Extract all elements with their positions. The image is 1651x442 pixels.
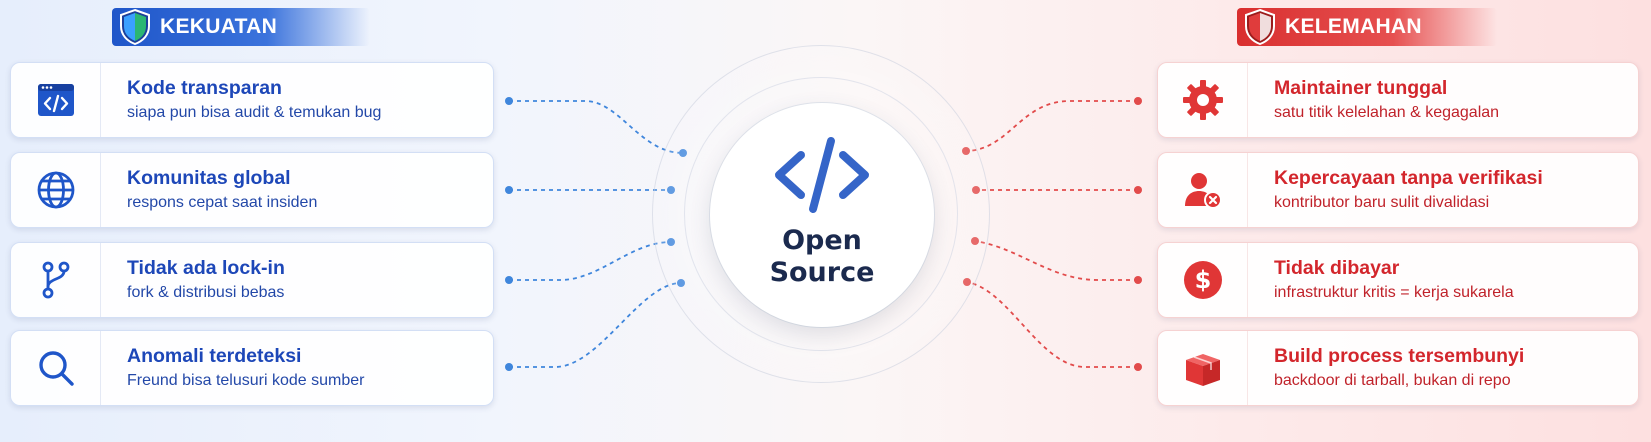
gear-icon	[1182, 80, 1223, 120]
git-fork-icon	[42, 261, 69, 299]
code-brackets-icon	[775, 137, 869, 213]
weaknesses-header: KELEMAHAN	[1237, 8, 1497, 46]
connector-right-dot	[1134, 276, 1142, 284]
svg-text:$: $	[1194, 266, 1211, 294]
connector-right-3	[974, 240, 1138, 281]
weakness-subtitle: backdoor di tarball, bukan di repo	[1274, 372, 1511, 389]
hub-title: Open Source	[710, 225, 934, 289]
shield-icon	[120, 8, 150, 46]
hub-inner-ring	[684, 77, 958, 351]
connector-right-dot	[1134, 186, 1142, 194]
weakness-card-1: Maintainer tunggal satu titik kelelahan …	[1157, 62, 1639, 138]
strength-subtitle: Freund bisa telusuri kode sumber	[127, 372, 365, 389]
strength-title: Komunitas global	[127, 167, 291, 189]
connector-right-dot	[1134, 97, 1142, 105]
strength-card-4: Anomali terdeteksi Freund bisa telusuri …	[10, 330, 494, 406]
hub-title-line1: Open	[782, 225, 862, 256]
weakness-title: Kepercayaan tanpa verifikasi	[1274, 167, 1543, 189]
weakness-title: Tidak dibayar	[1274, 257, 1400, 279]
connector-right-dot	[1134, 363, 1142, 371]
connector-left-dot	[505, 97, 513, 105]
weakness-subtitle: satu titik kelelahan & kegagalan	[1274, 104, 1500, 121]
weakness-card-3: $ Tidak dibayar infrastruktur kritis = k…	[1157, 242, 1639, 318]
shield-icon	[1245, 8, 1275, 46]
strength-title: Kode transparan	[127, 77, 282, 99]
user-x-icon	[1184, 173, 1222, 209]
connector-right-1	[965, 100, 1138, 152]
strengths-header: KEKUATAN	[112, 8, 370, 46]
strength-card-2: Komunitas global respons cepat saat insi…	[10, 152, 494, 228]
weaknesses-title: KELEMAHAN	[1285, 15, 1422, 38]
strength-subtitle: respons cepat saat insiden	[127, 194, 318, 211]
strength-card-3: Tidak ada lock-in fork & distribusi beba…	[10, 242, 494, 318]
connector-left-4	[509, 282, 682, 368]
globe-icon	[37, 171, 74, 209]
strength-card-1: Kode transparan siapa pun bisa audit & t…	[10, 62, 494, 138]
search-icon	[38, 351, 74, 386]
weakness-card-2: Kepercayaan tanpa verifikasi kontributor…	[1157, 152, 1639, 228]
strengths-title: KEKUATAN	[160, 15, 278, 38]
strength-subtitle: fork & distribusi bebas	[127, 284, 285, 301]
connector-left-dot	[505, 276, 513, 284]
strength-subtitle: siapa pun bisa audit & temukan bug	[127, 104, 382, 121]
weakness-subtitle: kontributor baru sulit divalidasi	[1274, 194, 1490, 211]
weakness-title: Maintainer tunggal	[1274, 77, 1448, 99]
strength-title: Tidak ada lock-in	[127, 257, 285, 279]
connector-left-3	[509, 241, 672, 281]
connector-left-dot	[505, 363, 513, 371]
weakness-title: Build process tersembunyi	[1274, 345, 1525, 367]
strength-title: Anomali terdeteksi	[127, 345, 302, 367]
dollar-icon: $	[1183, 261, 1222, 299]
weakness-subtitle: infrastruktur kritis = kerja sukarela	[1274, 284, 1514, 301]
connector-left-dot	[505, 186, 513, 194]
open-source-hub: Open Source	[710, 103, 934, 327]
weakness-card-4: Build process tersembunyi backdoor di ta…	[1157, 330, 1639, 406]
connector-left-1	[509, 100, 684, 154]
box-icon	[1185, 354, 1220, 386]
code-window-icon	[37, 84, 74, 116]
hub-title-line2: Source	[769, 257, 875, 288]
connector-right-4	[966, 281, 1138, 368]
